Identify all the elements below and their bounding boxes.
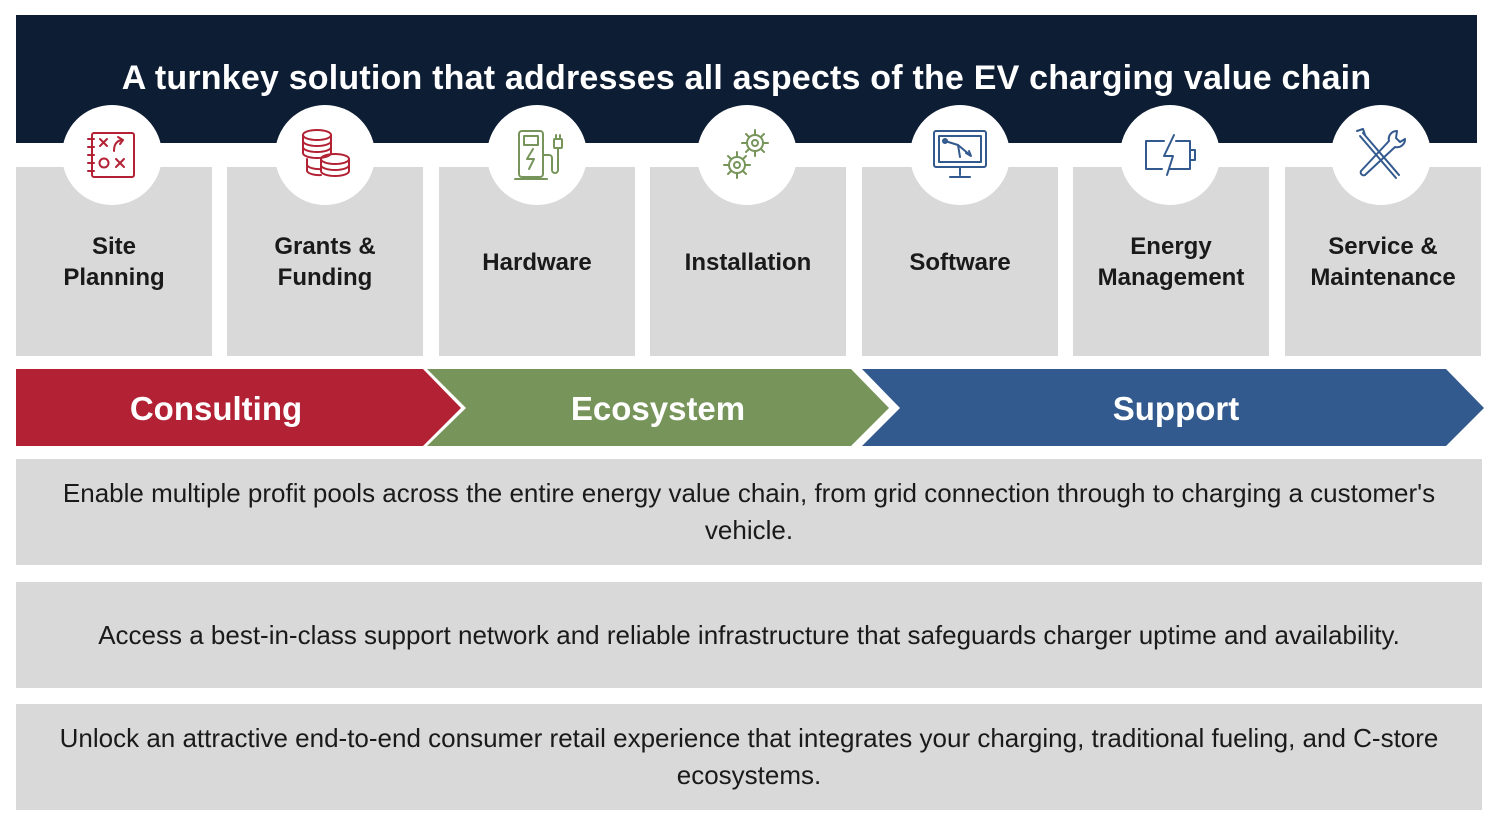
consulting-arrow xyxy=(16,369,461,446)
coin-stacks-icon xyxy=(275,105,375,205)
support-arrow xyxy=(862,369,1484,446)
phase-arrows xyxy=(16,369,1484,446)
strategy-board-icon xyxy=(62,105,162,205)
monitor-workflow-icon xyxy=(910,105,1010,205)
step-label: Grants & Funding xyxy=(274,233,376,291)
ecosystem-arrow xyxy=(427,369,889,446)
step-card-site-planning: Site Planning xyxy=(16,167,212,356)
wrench-screwdriver-icon xyxy=(1331,105,1431,205)
battery-bolt-icon xyxy=(1120,105,1220,205)
phase-label-consulting: Consulting xyxy=(129,390,303,427)
benefit-text: Unlock an attractive end-to-end consumer… xyxy=(59,723,1439,790)
step-label: Hardware xyxy=(482,248,592,276)
step-label: Software xyxy=(909,248,1011,276)
ev-charger-icon xyxy=(487,105,587,205)
benefit-text: Access a best-in-class support network a… xyxy=(98,619,1400,650)
step-label: Site Planning xyxy=(63,233,165,291)
phase-label-support: Support xyxy=(1112,390,1240,427)
phase-label-ecosystem: Ecosystem xyxy=(570,390,746,427)
page-title: A turnkey solution that addresses all as… xyxy=(121,59,1372,97)
step-label: Installation xyxy=(684,248,812,276)
gears-icon xyxy=(697,105,797,205)
step-label: Energy Management xyxy=(1097,233,1245,291)
benefit-box-retail-experience: Unlock an attractive end-to-end consumer… xyxy=(16,704,1482,810)
step-label: Service & Maintenance xyxy=(1310,233,1456,291)
benefit-box-profit-pools: Enable multiple profit pools across the … xyxy=(16,459,1482,565)
benefit-text: Enable multiple profit pools across the … xyxy=(62,478,1436,545)
benefit-box-support-network: Access a best-in-class support network a… xyxy=(16,582,1482,688)
